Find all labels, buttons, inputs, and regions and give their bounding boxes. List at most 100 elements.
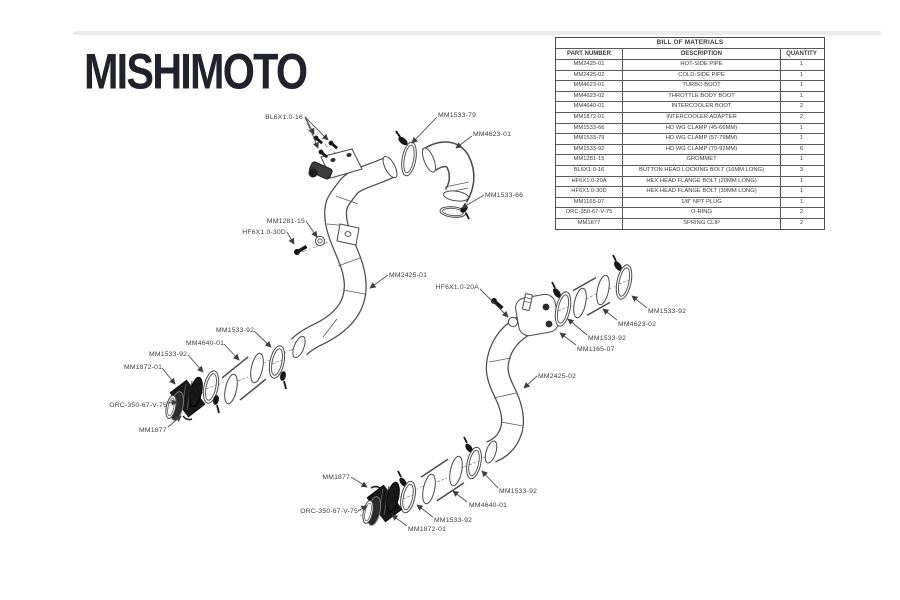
part-label: ORC-350-67-V-75: [300, 508, 358, 515]
button-head-bolts: [313, 135, 339, 159]
vacuum-nipple: [522, 293, 533, 311]
part-labels: BL6X1.0-16 MM1533-79 MM4623-01 MM1533-66…: [109, 112, 686, 533]
table-row: MM1533-66 HD WG CLAMP (45-66MM)1: [556, 122, 824, 134]
wg-clamp-70-92-e: [463, 436, 482, 480]
turbo-boot: [421, 141, 475, 203]
table-cell: 1: [780, 155, 822, 165]
bom-col-description: DESCRIPTION: [622, 49, 780, 59]
part-label: MM2425-02: [538, 373, 576, 380]
table-cell: MM4623-01: [573, 82, 605, 89]
table-cell: MM1281-15: [573, 156, 605, 163]
part-label: MM4623-02: [618, 321, 656, 328]
table-cell: INTERCOOLER ADAPTER: [622, 112, 780, 123]
part-label: MM1877: [139, 427, 167, 434]
bom-title: BILL OF MATERIALS: [656, 39, 724, 46]
part-label: MM1281-15: [267, 218, 305, 225]
table-cell: 1: [780, 134, 822, 144]
table-cell: 1: [780, 123, 822, 134]
table-cell: 2: [780, 208, 822, 218]
table-cell: MM1533-92: [573, 145, 605, 152]
table-cell: 1/8" NPT PLUG: [622, 197, 780, 208]
bom-header-row: PART NUMBER DESCRIPTION QUANTITY: [556, 48, 824, 59]
hex-flange-bolt-30: [294, 244, 308, 255]
table-cell: COLD-SIDE PIPE: [622, 70, 780, 81]
table-cell: HF6X1.0-20A: [571, 177, 607, 184]
hot-side-pipe: [290, 155, 398, 359]
part-label: MM1533-79: [438, 112, 476, 119]
table-cell: MM1877: [577, 219, 601, 226]
wg-clamp-45-66: [439, 205, 470, 220]
table-cell: HOT-SIDE PIPE: [622, 60, 780, 70]
table-cell: BUTTON HEAD LOCKING BOLT (16MM LONG): [622, 165, 780, 176]
part-label: MM4640-01: [469, 502, 507, 509]
cold-side-pipe: [484, 310, 538, 464]
part-label: MM1872-01: [124, 364, 162, 371]
part-label: MM1533-92: [499, 488, 537, 495]
wg-clamp-57-79: [395, 130, 417, 177]
mishimoto-logo: MISHIMOTO: [84, 43, 308, 100]
spring-clip-b: [370, 485, 381, 489]
part-label: MM1533-92: [648, 308, 686, 315]
part-label: MM1877: [322, 474, 350, 481]
table-row: BL6X1.0-16 BUTTON HEAD LOCKING BOLT (16MM…: [556, 164, 824, 176]
table-cell: MM1533-66: [573, 124, 605, 131]
table-cell: MM1165-07: [573, 198, 605, 205]
table-cell: O-RING: [622, 208, 780, 218]
table-cell: 3: [780, 165, 822, 176]
table-cell: 1: [780, 197, 822, 208]
table-cell: TURBO BOOT: [622, 81, 780, 91]
intercooler-adapter-b: [366, 481, 403, 526]
part-label: MM4640-01: [186, 340, 224, 347]
table-cell: 6: [780, 144, 822, 155]
table-cell: 2: [780, 102, 822, 112]
table-cell: HD WG CLAMP (45-66MM): [622, 123, 780, 134]
table-cell: 1: [780, 70, 822, 81]
table-cell: HD WG CLAMP (70-92MM): [622, 144, 780, 155]
table-cell: MM4623-02: [573, 92, 605, 99]
table-cell: ORC-350-67-V-75: [565, 209, 613, 216]
bom-col-part-number: PART NUMBER: [567, 51, 611, 57]
center-marks: [205, 279, 630, 500]
table-cell: MM2425-02: [573, 71, 605, 78]
table-cell: 1: [780, 187, 822, 197]
wg-clamp-70-92-b: [202, 370, 220, 414]
table-cell: MM4640-01: [573, 103, 605, 110]
part-label: MM1533-92: [588, 335, 626, 342]
part-label: MM4623-01: [473, 131, 511, 138]
table-cell: 2: [780, 112, 822, 123]
part-label: MM1533-92: [149, 351, 187, 358]
part-label: MM1533-92: [434, 517, 472, 524]
table-cell: BL6X1.0-16: [573, 166, 605, 173]
leader-lines: [161, 116, 648, 527]
part-label: HF6X1.0-30D: [242, 229, 286, 236]
table-cell: 2: [780, 218, 822, 229]
part-label: BL6X1.0-16: [265, 114, 303, 121]
table-cell: THROTTLE BODY BOOT: [622, 91, 780, 102]
bill-of-materials-table: BILL OF MATERIALS PART NUMBER DESCRIPTIO…: [555, 37, 825, 230]
table-cell: SPRING CLIP: [622, 218, 780, 229]
wg-clamp-70-92-a: [268, 345, 287, 390]
spring-clip-a: [182, 415, 193, 421]
part-label: HF6X1.0-20A: [436, 284, 480, 291]
wg-clamp-70-92-d: [612, 254, 633, 300]
table-cell: INTERCOOLER BOOT: [622, 102, 780, 112]
part-label: MM1872-01: [408, 526, 446, 533]
page-top-edge: [73, 31, 881, 35]
part-label: ORC-350-67-V-75: [109, 402, 167, 409]
table-cell: MM1872-01: [573, 113, 605, 120]
table-cell: 1: [780, 176, 822, 187]
part-label: MM2425-01: [389, 272, 427, 279]
